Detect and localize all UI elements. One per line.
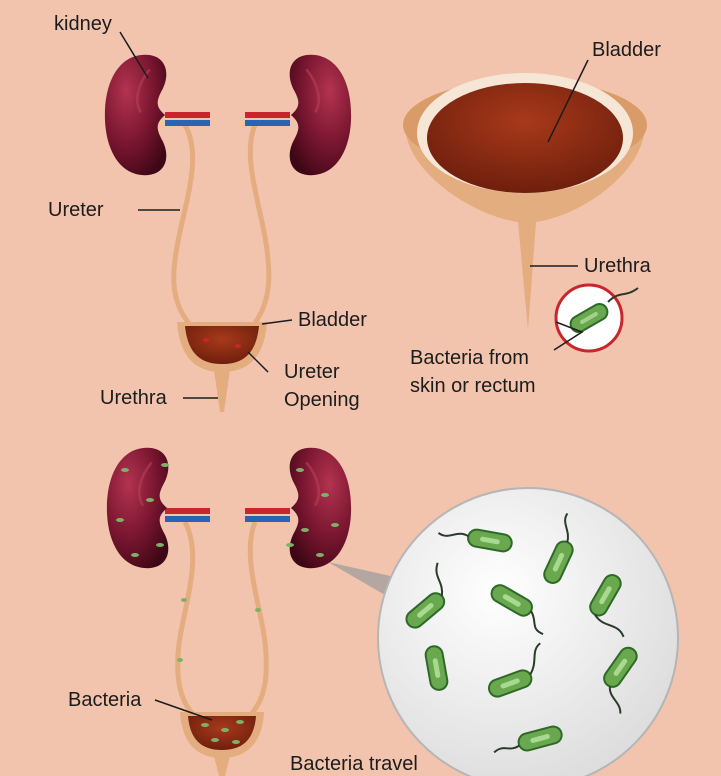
label-bacteria-source-line1: Bacteria from	[410, 347, 529, 369]
label-kidney: kidney	[54, 13, 112, 35]
right-ureter	[247, 124, 272, 332]
label-ureter: Ureter	[48, 199, 104, 221]
left-ureter-infected	[175, 520, 198, 720]
label-bacteria-source-line2: skin or rectum	[410, 375, 536, 397]
right-kidney	[288, 53, 353, 177]
right-renal-vessels	[245, 112, 290, 126]
label-bacteria-travel: Bacteria travel	[290, 753, 418, 775]
right-ureter-infected	[246, 521, 269, 720]
left-ureter	[171, 123, 197, 332]
label-urethra-left: Urethra	[100, 387, 167, 409]
label-ureter-opening-line1: Ureter	[284, 361, 340, 383]
bacteria-zoom-view	[328, 487, 679, 776]
bladder-detail	[403, 73, 647, 353]
urinary-system-healthy	[103, 53, 353, 412]
right-kidney-infected	[288, 446, 353, 570]
kidney-bacteria-dots	[116, 463, 339, 662]
left-renal-vessels	[165, 112, 210, 126]
urinary-system-infected	[105, 446, 353, 776]
label-bladder-small: Bladder	[298, 309, 367, 331]
label-bladder-large: Bladder	[592, 39, 661, 61]
leader-lines	[119, 31, 589, 721]
left-kidney-infected	[105, 446, 170, 570]
label-urethra-right: Urethra	[584, 255, 651, 277]
left-kidney	[103, 53, 168, 177]
label-ureter-opening-line2: Opening	[284, 389, 360, 411]
bacteria-cells	[405, 512, 638, 754]
label-bacteria: Bacteria	[68, 689, 142, 711]
